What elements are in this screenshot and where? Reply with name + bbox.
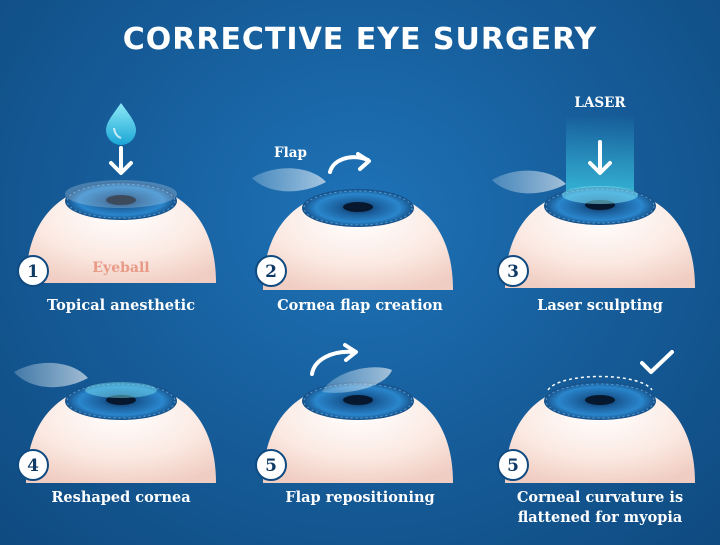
step-4-number: 4 bbox=[27, 456, 39, 476]
step-3-panel: LASER 3 bbox=[492, 95, 696, 289]
step-5-panel: 5 bbox=[255, 343, 454, 484]
step-3-number: 3 bbox=[507, 262, 519, 282]
step-2-panel: Flap 2 bbox=[252, 145, 454, 291]
eyeball-illustration bbox=[262, 381, 454, 484]
step-1-panel: Eyeball 1 bbox=[17, 103, 217, 287]
cornea-flap bbox=[322, 367, 392, 393]
flap-label: Flap bbox=[274, 145, 307, 161]
step-5-caption: Flap repositioning bbox=[285, 489, 435, 506]
down-arrow-icon bbox=[588, 140, 612, 175]
step-1-caption: Topical anesthetic bbox=[46, 297, 196, 314]
step-4-panel: 4 bbox=[14, 362, 217, 484]
laser-label: LASER bbox=[574, 95, 626, 111]
cornea-flap bbox=[492, 170, 566, 194]
step-1-number: 1 bbox=[27, 262, 39, 282]
step-2-caption: Cornea flap creation bbox=[277, 297, 443, 314]
step-5-number: 5 bbox=[265, 456, 277, 476]
step-2-number: 2 bbox=[265, 262, 277, 282]
step-6-number: 5 bbox=[507, 456, 519, 476]
checkmark-icon bbox=[640, 350, 674, 374]
down-arrow-icon bbox=[109, 146, 133, 175]
eyeball-illustration bbox=[262, 188, 454, 291]
step-6-caption-line-1: Corneal curvature is bbox=[516, 489, 684, 506]
eyeball-illustration bbox=[504, 381, 696, 484]
eye-drop-icon bbox=[106, 103, 136, 145]
page-title: CORRECTIVE EYE SURGERY bbox=[122, 22, 598, 57]
cornea-flap bbox=[14, 362, 88, 388]
step-6-caption: Corneal curvature is flattened for myopi… bbox=[480, 488, 720, 528]
eyeball-label: Eyeball bbox=[92, 260, 149, 276]
cornea-flap bbox=[252, 168, 326, 192]
step-6-caption-line-2: flattened for myopia bbox=[517, 509, 683, 526]
corneal-curvature-outline bbox=[547, 375, 653, 391]
curved-arrow-icon bbox=[328, 152, 371, 174]
step-3-caption: Laser sculpting bbox=[537, 297, 663, 314]
step-4-caption: Reshaped cornea bbox=[51, 489, 191, 506]
step-6-panel: 5 bbox=[497, 350, 696, 484]
curved-arrow-icon bbox=[310, 343, 358, 376]
